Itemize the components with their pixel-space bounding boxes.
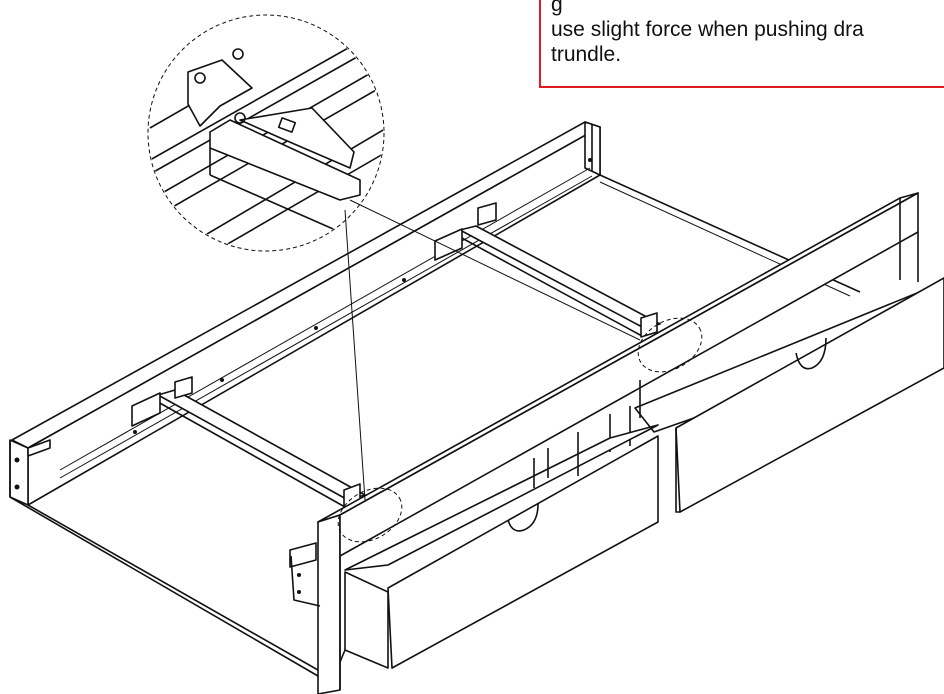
leader-lines — [344, 199, 641, 501]
callout-line-2: use slight force when pushing dra — [551, 18, 864, 41]
trundle-floor — [59, 167, 861, 479]
callout-line-3: trundle. — [551, 43, 622, 66]
front-rail — [317, 192, 919, 694]
drawer-right — [609, 277, 944, 513]
rail-holes — [133, 158, 592, 434]
cross-slat-front — [131, 376, 366, 509]
near-end-panel — [9, 439, 326, 677]
cross-slat-back — [434, 202, 661, 338]
detail-markers — [337, 317, 703, 543]
drawer-left — [289, 424, 659, 669]
far-end-panel — [584, 121, 601, 176]
magnified-detail — [147, 14, 385, 252]
instruction-callout: g use slight force when pushing dra trun… — [539, 0, 944, 88]
callout-line-1: g — [551, 0, 563, 16]
callout-text: g use slight force when pushing dra trun… — [551, 0, 864, 67]
